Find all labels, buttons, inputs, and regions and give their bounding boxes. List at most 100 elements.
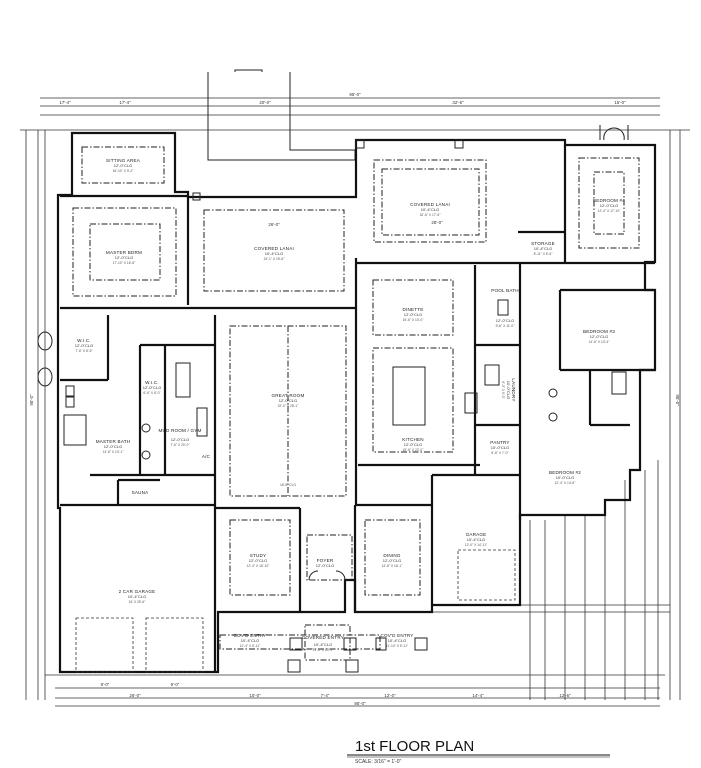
room-label-dinette: DINETTE 12'-0"CLG 15'-6" X 10'-0" [402, 307, 424, 322]
svg-text:26'-0": 26'-0" [268, 222, 280, 227]
ceiling-outlines [72, 146, 640, 673]
svg-text:12'-0"CLG: 12'-0"CLG [143, 385, 161, 390]
svg-text:FOYER: FOYER [317, 558, 334, 563]
dim-top-right: 32'-6" [452, 100, 464, 105]
svg-text:22'-0" X 28'-1": 22'-0" X 28'-1" [278, 404, 300, 408]
svg-text:STUDY: STUDY [250, 553, 267, 558]
room-label-ac: A/C [202, 454, 211, 459]
svg-text:11'-10" X 5'-11": 11'-10" X 5'-11" [386, 644, 409, 648]
dim-bottom-entry: 7'-4" [321, 693, 330, 698]
dim-top-overall: 95'-0" [349, 92, 361, 97]
svg-text:POOL BATH: POOL BATH [491, 288, 519, 293]
dim-bottom-study: 10'-0" [249, 693, 261, 698]
room-label-pantry: PANTRY 10'-0"CLG 6'-6" X 7'-0" [490, 440, 509, 455]
room-label-covd-entry-left: COV'D ENTRY 10'-4"CLG 12'-4" X 5'-11" [233, 633, 266, 648]
svg-text:15'-6" X 10'-0": 15'-6" X 10'-0" [403, 318, 425, 322]
dim-door-left: 9'-0" [101, 682, 110, 687]
exterior-walls [56, 131, 657, 674]
svg-text:10'-4"CLG: 10'-4"CLG [388, 638, 406, 643]
room-label-covd-entry-right: COV'D ENTRY 10'-4"CLG 11'-10" X 5'-11" [380, 633, 413, 648]
svg-text:GARAGE: GARAGE [466, 532, 487, 537]
svg-text:BEDROOM #4: BEDROOM #4 [593, 198, 625, 203]
room-label-kitchen: KITCHEN 12'-0"CLG 15'-6" X 22'-0" [402, 437, 424, 452]
svg-text:10'-4"CLG: 10'-4"CLG [421, 207, 439, 212]
svg-text:14'-6" X 13'-4": 14'-6" X 13'-4" [589, 340, 611, 344]
svg-text:32'-6" X 17'-6": 32'-6" X 17'-6" [420, 213, 442, 217]
svg-text:KITCHEN: KITCHEN [402, 437, 424, 442]
svg-text:MASTER BDRM: MASTER BDRM [106, 250, 142, 255]
svg-text:10'-4"CLG: 10'-4"CLG [265, 251, 283, 256]
svg-text:12'-0"CLG: 12'-0"CLG [114, 163, 132, 168]
room-label-great-room: GREAT ROOM 12'-0"CLG 22'-0" X 28'-1" 18'… [272, 393, 305, 487]
svg-text:6'-0" X 9'-0": 6'-0" X 9'-0" [501, 381, 505, 399]
svg-text:MASTER BATH: MASTER BATH [96, 439, 131, 444]
room-label-mud-room: MUD ROOM / GYM 12'-0"CLG 7'-6" X 20'-0" [158, 428, 201, 447]
room-label-sitting-area: SITTING AREA 12'-0"CLG 16'-10" X 9'-2" [106, 158, 141, 173]
svg-text:COVERED LANAI: COVERED LANAI [254, 246, 294, 251]
svg-text:2 CAR GARAGE: 2 CAR GARAGE [119, 589, 156, 594]
interior-walls [60, 145, 655, 672]
dim-bottom-dining: 12'-0" [384, 693, 396, 698]
svg-text:12'-4" X 17'-10": 12'-4" X 17'-10" [598, 209, 621, 213]
svg-text:18'-8" CLG: 18'-8" CLG [280, 483, 297, 487]
svg-text:7'-6" X 8'-6": 7'-6" X 8'-6" [75, 349, 93, 353]
room-label-master-bdrm: MASTER BDRM 12'-0"CLG 17'-10" X 16'-6" [106, 250, 142, 265]
svg-text:COVERED LANAI: COVERED LANAI [410, 202, 450, 207]
svg-text:12'-4" X 14'-8": 12'-4" X 14'-8" [555, 481, 577, 485]
svg-text:12'-0"CLG: 12'-0"CLG [383, 558, 401, 563]
svg-text:DINETTE: DINETTE [402, 307, 423, 312]
room-label-wic-2: W.I.C. 12'-0"CLG 6'-6" X 8'-0" [143, 380, 162, 395]
dimension-lines [20, 97, 690, 707]
svg-text:14'-6" X 13'-1": 14'-6" X 13'-1" [103, 450, 125, 454]
dim-bottom-right: 12'-6" [559, 693, 571, 698]
svg-text:12'-0"CLG: 12'-0"CLG [115, 255, 133, 260]
room-label-storage: STORAGE 10'-4"CLG 8'-11" X 6'-5" [531, 241, 555, 256]
plan-title: 1st FLOOR PLAN [355, 738, 474, 755]
room-label-bedroom-3: BEDROOM #3 12'-0"CLG 14'-6" X 13'-4" [583, 329, 615, 344]
svg-text:12'-0"CLG: 12'-0"CLG [75, 343, 93, 348]
room-label-bedroom-2: BEDROOM #2 10'-0"CLG 12'-4" X 14'-8" [549, 470, 581, 485]
room-label-laundry: LAUNDRY 10'-0"CLG 6'-0" X 9'-0" [501, 378, 516, 401]
svg-text:W.I.C.: W.I.C. [77, 338, 91, 343]
svg-text:28'-0": 28'-0" [431, 220, 443, 225]
svg-text:16'-10" X 9'-2": 16'-10" X 9'-2" [113, 169, 135, 173]
room-label-pool-bath: POOL BATH 12'-0"CLG 5'-6" X 11'-0" [491, 288, 519, 328]
room-label-wic-1: W.I.C. 12'-0"CLG 7'-6" X 8'-6" [75, 338, 94, 353]
svg-text:12'-0" X 14'-11": 12'-0" X 14'-11" [465, 543, 488, 547]
svg-text:10'-4"CLG: 10'-4"CLG [128, 594, 146, 599]
svg-text:12'-0"CLG: 12'-0"CLG [590, 334, 608, 339]
room-label-dining: DINING 12'-0"CLG 14'-8" X 16'-1" [382, 553, 404, 568]
svg-text:10'-4"CLG: 10'-4"CLG [534, 246, 552, 251]
svg-text:W.I.C.: W.I.C. [145, 380, 159, 385]
svg-text:6'-6" X 8'-0": 6'-6" X 8'-0" [143, 391, 161, 395]
svg-text:5'-6" X 11'-0": 5'-6" X 11'-0" [496, 324, 516, 328]
svg-text:STORAGE: STORAGE [531, 241, 555, 246]
svg-text:LAUNDRY: LAUNDRY [511, 378, 516, 401]
dim-door-right: 9'-0" [171, 682, 180, 687]
room-label-covered-entry: COVERED ENTRY 10'-4"CLG 11'-0" X 10'-1" [302, 635, 344, 652]
svg-text:24'-1" X 15'-6": 24'-1" X 15'-6" [264, 257, 286, 261]
room-label-study: STUDY 12'-0"CLG 12'-4" X 15'-10" [247, 553, 270, 568]
dim-top-mid: 20'-0" [259, 100, 271, 105]
room-label-covered-lanai-right: COVERED LANAI 10'-4"CLG 32'-6" X 17'-6" … [410, 202, 450, 225]
svg-text:12'-0"CLG: 12'-0"CLG [496, 318, 514, 323]
svg-text:12'-0"CLG: 12'-0"CLG [316, 563, 334, 568]
svg-text:11'-0" X 10'-1": 11'-0" X 10'-1" [313, 648, 334, 652]
svg-text:6'-6" X 7'-0": 6'-6" X 7'-0" [491, 451, 509, 455]
svg-text:10'-0"CLG: 10'-0"CLG [491, 445, 509, 450]
dim-top-far-right: 15'-0" [614, 100, 626, 105]
dim-side-left: 95'-0" [29, 394, 34, 406]
svg-text:10'-0"CLG: 10'-0"CLG [556, 475, 574, 480]
fixtures [37, 125, 629, 581]
svg-text:10'-4"CLG: 10'-4"CLG [314, 642, 332, 647]
room-label-sauna: SAUNA [132, 490, 150, 495]
svg-text:12'-0"CLG: 12'-0"CLG [404, 442, 422, 447]
room-label-master-bath: MASTER BATH 12'-0"CLG 14'-6" X 13'-1" [96, 439, 131, 454]
svg-text:12'-0"CLG: 12'-0"CLG [171, 437, 189, 442]
room-label-covered-lanai-left: 26'-0" COVERED LANAI 10'-4"CLG 24'-1" X … [254, 222, 294, 261]
columns [192, 139, 464, 673]
svg-text:COV'D ENTRY: COV'D ENTRY [233, 633, 266, 638]
dim-top-left-a: 17'-4" [59, 100, 71, 105]
svg-text:14'-8" X 16'-1": 14'-8" X 16'-1" [382, 564, 404, 568]
